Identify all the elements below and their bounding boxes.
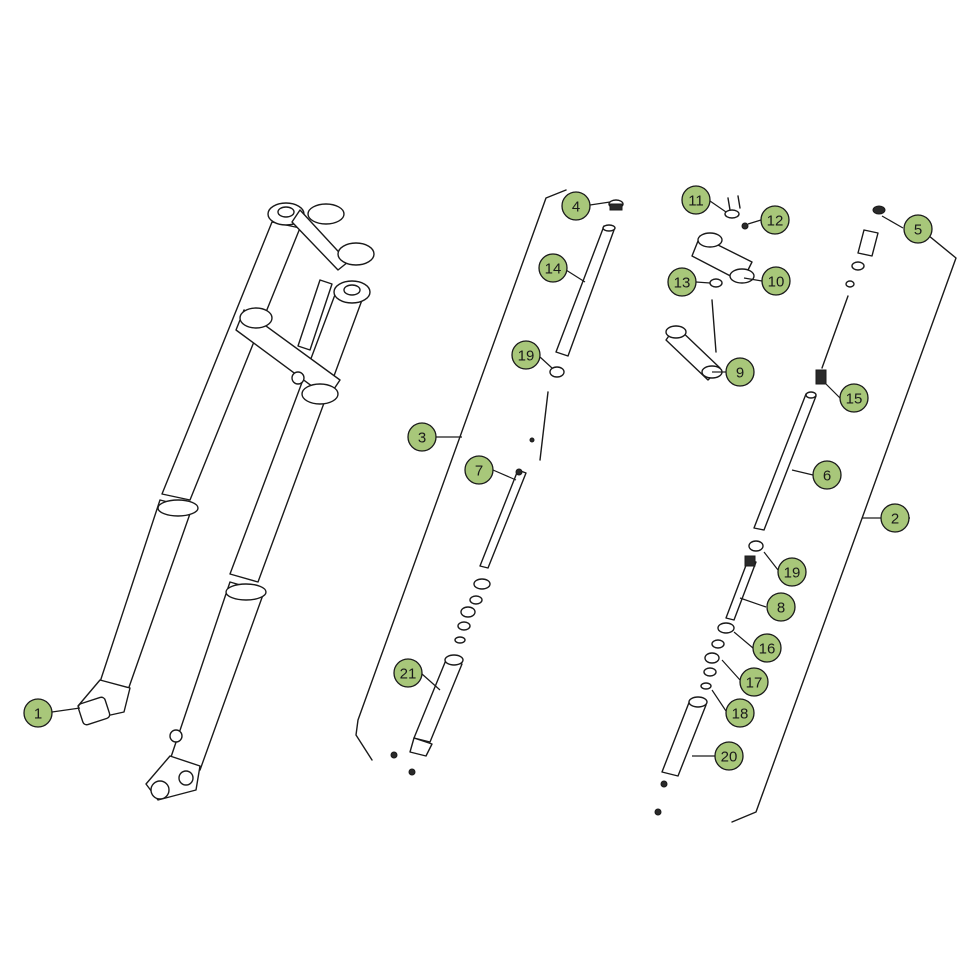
svg-text:19: 19 bbox=[784, 565, 801, 582]
callout-11: 11 bbox=[681, 185, 711, 215]
triple-clamp-parts bbox=[665, 195, 755, 381]
callout-7: 7 bbox=[464, 455, 494, 485]
callout-8: 8 bbox=[766, 592, 796, 622]
assembled-front-fork bbox=[77, 202, 375, 801]
callout-20: 20 bbox=[714, 741, 744, 771]
callout-14: 14 bbox=[538, 253, 568, 283]
svg-text:19: 19 bbox=[518, 348, 535, 365]
svg-text:18: 18 bbox=[732, 706, 749, 723]
callout-15: 15 bbox=[839, 383, 869, 413]
left-leg-exploded bbox=[355, 189, 624, 776]
callout-3: 3 bbox=[407, 422, 437, 452]
callout-16: 16 bbox=[752, 633, 782, 663]
callout-4: 4 bbox=[561, 191, 591, 221]
svg-text:12: 12 bbox=[767, 213, 784, 230]
callout-12: 12 bbox=[760, 205, 790, 235]
svg-text:8: 8 bbox=[777, 600, 785, 617]
callout-21: 21 bbox=[393, 658, 423, 688]
svg-text:3: 3 bbox=[418, 430, 426, 447]
svg-text:7: 7 bbox=[475, 463, 483, 480]
svg-text:21: 21 bbox=[400, 666, 417, 683]
callouts: 1 2 3 4 5 6 7 8 9 10 11 12 13 14 15 16 1… bbox=[23, 185, 933, 771]
callout-19-right: 19 bbox=[777, 557, 807, 587]
svg-text:11: 11 bbox=[688, 193, 704, 210]
svg-text:6: 6 bbox=[823, 468, 831, 485]
svg-text:15: 15 bbox=[846, 391, 863, 408]
callout-17: 17 bbox=[739, 667, 769, 697]
callout-6: 6 bbox=[812, 460, 842, 490]
callout-18: 18 bbox=[725, 698, 755, 728]
svg-text:4: 4 bbox=[572, 199, 580, 216]
svg-text:14: 14 bbox=[545, 261, 562, 278]
svg-text:1: 1 bbox=[34, 706, 42, 723]
callout-2: 2 bbox=[880, 503, 910, 533]
callout-10: 10 bbox=[761, 266, 791, 296]
callout-13: 13 bbox=[667, 267, 697, 297]
callout-9: 9 bbox=[725, 357, 755, 387]
callout-1: 1 bbox=[23, 698, 53, 728]
svg-text:16: 16 bbox=[759, 641, 776, 658]
svg-text:10: 10 bbox=[768, 274, 785, 291]
callout-19-left: 19 bbox=[511, 340, 541, 370]
svg-text:9: 9 bbox=[736, 365, 744, 382]
svg-text:2: 2 bbox=[891, 511, 899, 528]
svg-text:5: 5 bbox=[914, 222, 922, 239]
right-leg-exploded bbox=[654, 205, 957, 823]
svg-text:17: 17 bbox=[746, 675, 763, 692]
svg-text:20: 20 bbox=[721, 749, 738, 766]
callout-5: 5 bbox=[903, 214, 933, 244]
svg-text:13: 13 bbox=[674, 275, 691, 292]
